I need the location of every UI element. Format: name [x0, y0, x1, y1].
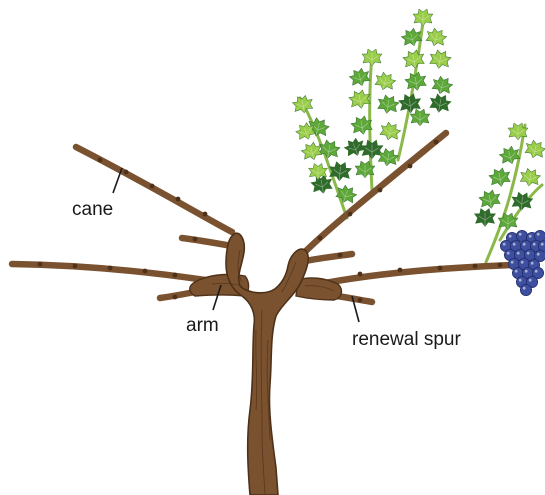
grape-leaf-icon — [292, 94, 315, 114]
label-renewal-spur: renewal spur — [352, 329, 461, 350]
bud-node — [73, 264, 78, 269]
bud-node — [173, 273, 178, 278]
bud-node — [338, 253, 343, 258]
vine-cane-right — [325, 265, 512, 283]
bud-node — [434, 140, 439, 145]
grape-highlight — [503, 243, 506, 246]
grape-highlight — [537, 253, 540, 256]
grape-berry — [520, 284, 531, 295]
bud-node — [38, 262, 43, 267]
grape-leaf-icon — [402, 49, 426, 70]
bud-node — [150, 184, 155, 189]
grape-highlight — [509, 235, 512, 238]
label-cane-group: cane — [72, 168, 122, 220]
grape-leaf-icon — [519, 167, 542, 187]
grape-leaves — [292, 9, 545, 230]
bud-node — [173, 295, 178, 300]
grape-highlight — [531, 262, 534, 265]
grape-highlight — [541, 243, 544, 246]
grape-highlight — [519, 233, 522, 236]
bud-node — [378, 188, 383, 193]
grape-highlight — [525, 270, 528, 273]
grape-highlight — [527, 252, 530, 255]
bud-node — [124, 170, 129, 175]
grape-leaf-icon — [428, 49, 452, 70]
grape-leaf-icon — [488, 167, 512, 188]
grape-leaf-icon — [376, 94, 400, 115]
grape-highlight — [537, 233, 540, 236]
bud-node — [203, 212, 208, 217]
bud-node — [348, 212, 353, 217]
grape-highlight — [533, 243, 536, 246]
bud-node — [438, 266, 443, 271]
bud-node — [318, 236, 323, 241]
grape-highlight — [529, 235, 532, 238]
grape-leaf-icon — [428, 93, 452, 114]
bud-node — [408, 164, 413, 169]
grape-leaf-icon — [378, 121, 402, 143]
grape-highlight — [517, 252, 520, 255]
grape-leaf-icon — [413, 9, 433, 26]
grape-highlight — [511, 261, 514, 264]
grape-highlight — [523, 243, 526, 246]
grape-berry — [516, 230, 527, 241]
grape-leaf-icon — [430, 75, 454, 97]
bud-node — [473, 264, 478, 269]
grape-leaf-icon — [478, 189, 502, 210]
grape-leaf-icon — [475, 209, 496, 227]
label-cane: cane — [72, 199, 113, 220]
grape-highlight — [523, 287, 526, 290]
bud-node — [398, 268, 403, 273]
bud-node — [108, 266, 113, 271]
grape-highlight — [529, 279, 532, 282]
grape-highlight — [515, 270, 518, 273]
grape-leaf-icon — [511, 192, 533, 212]
grape-leaf-icon — [362, 49, 382, 66]
bud-node — [358, 272, 363, 277]
grape-highlight — [535, 270, 538, 273]
grape-leaf-icon — [348, 89, 372, 110]
label-arm: arm — [186, 315, 219, 336]
bud-node — [193, 237, 198, 242]
grape-leaf-icon — [424, 27, 448, 49]
bud-node — [176, 197, 181, 202]
bud-node — [143, 269, 148, 274]
grape-leaf-icon — [373, 71, 397, 93]
grape-highlight — [507, 252, 510, 255]
grape-leaf-icon — [410, 109, 430, 126]
vine-spur-left-upper — [182, 238, 232, 246]
grape-highlight — [519, 279, 522, 282]
grape-leaf-icon — [523, 139, 545, 161]
bud-node — [358, 298, 363, 303]
grape-highlight — [521, 261, 524, 264]
grape-leaf-icon — [348, 67, 372, 89]
bud-node — [98, 158, 103, 163]
bud-node — [498, 263, 503, 268]
grape-leaf-icon — [310, 174, 334, 195]
grape-highlight — [513, 243, 516, 246]
grape-berry — [534, 230, 545, 241]
